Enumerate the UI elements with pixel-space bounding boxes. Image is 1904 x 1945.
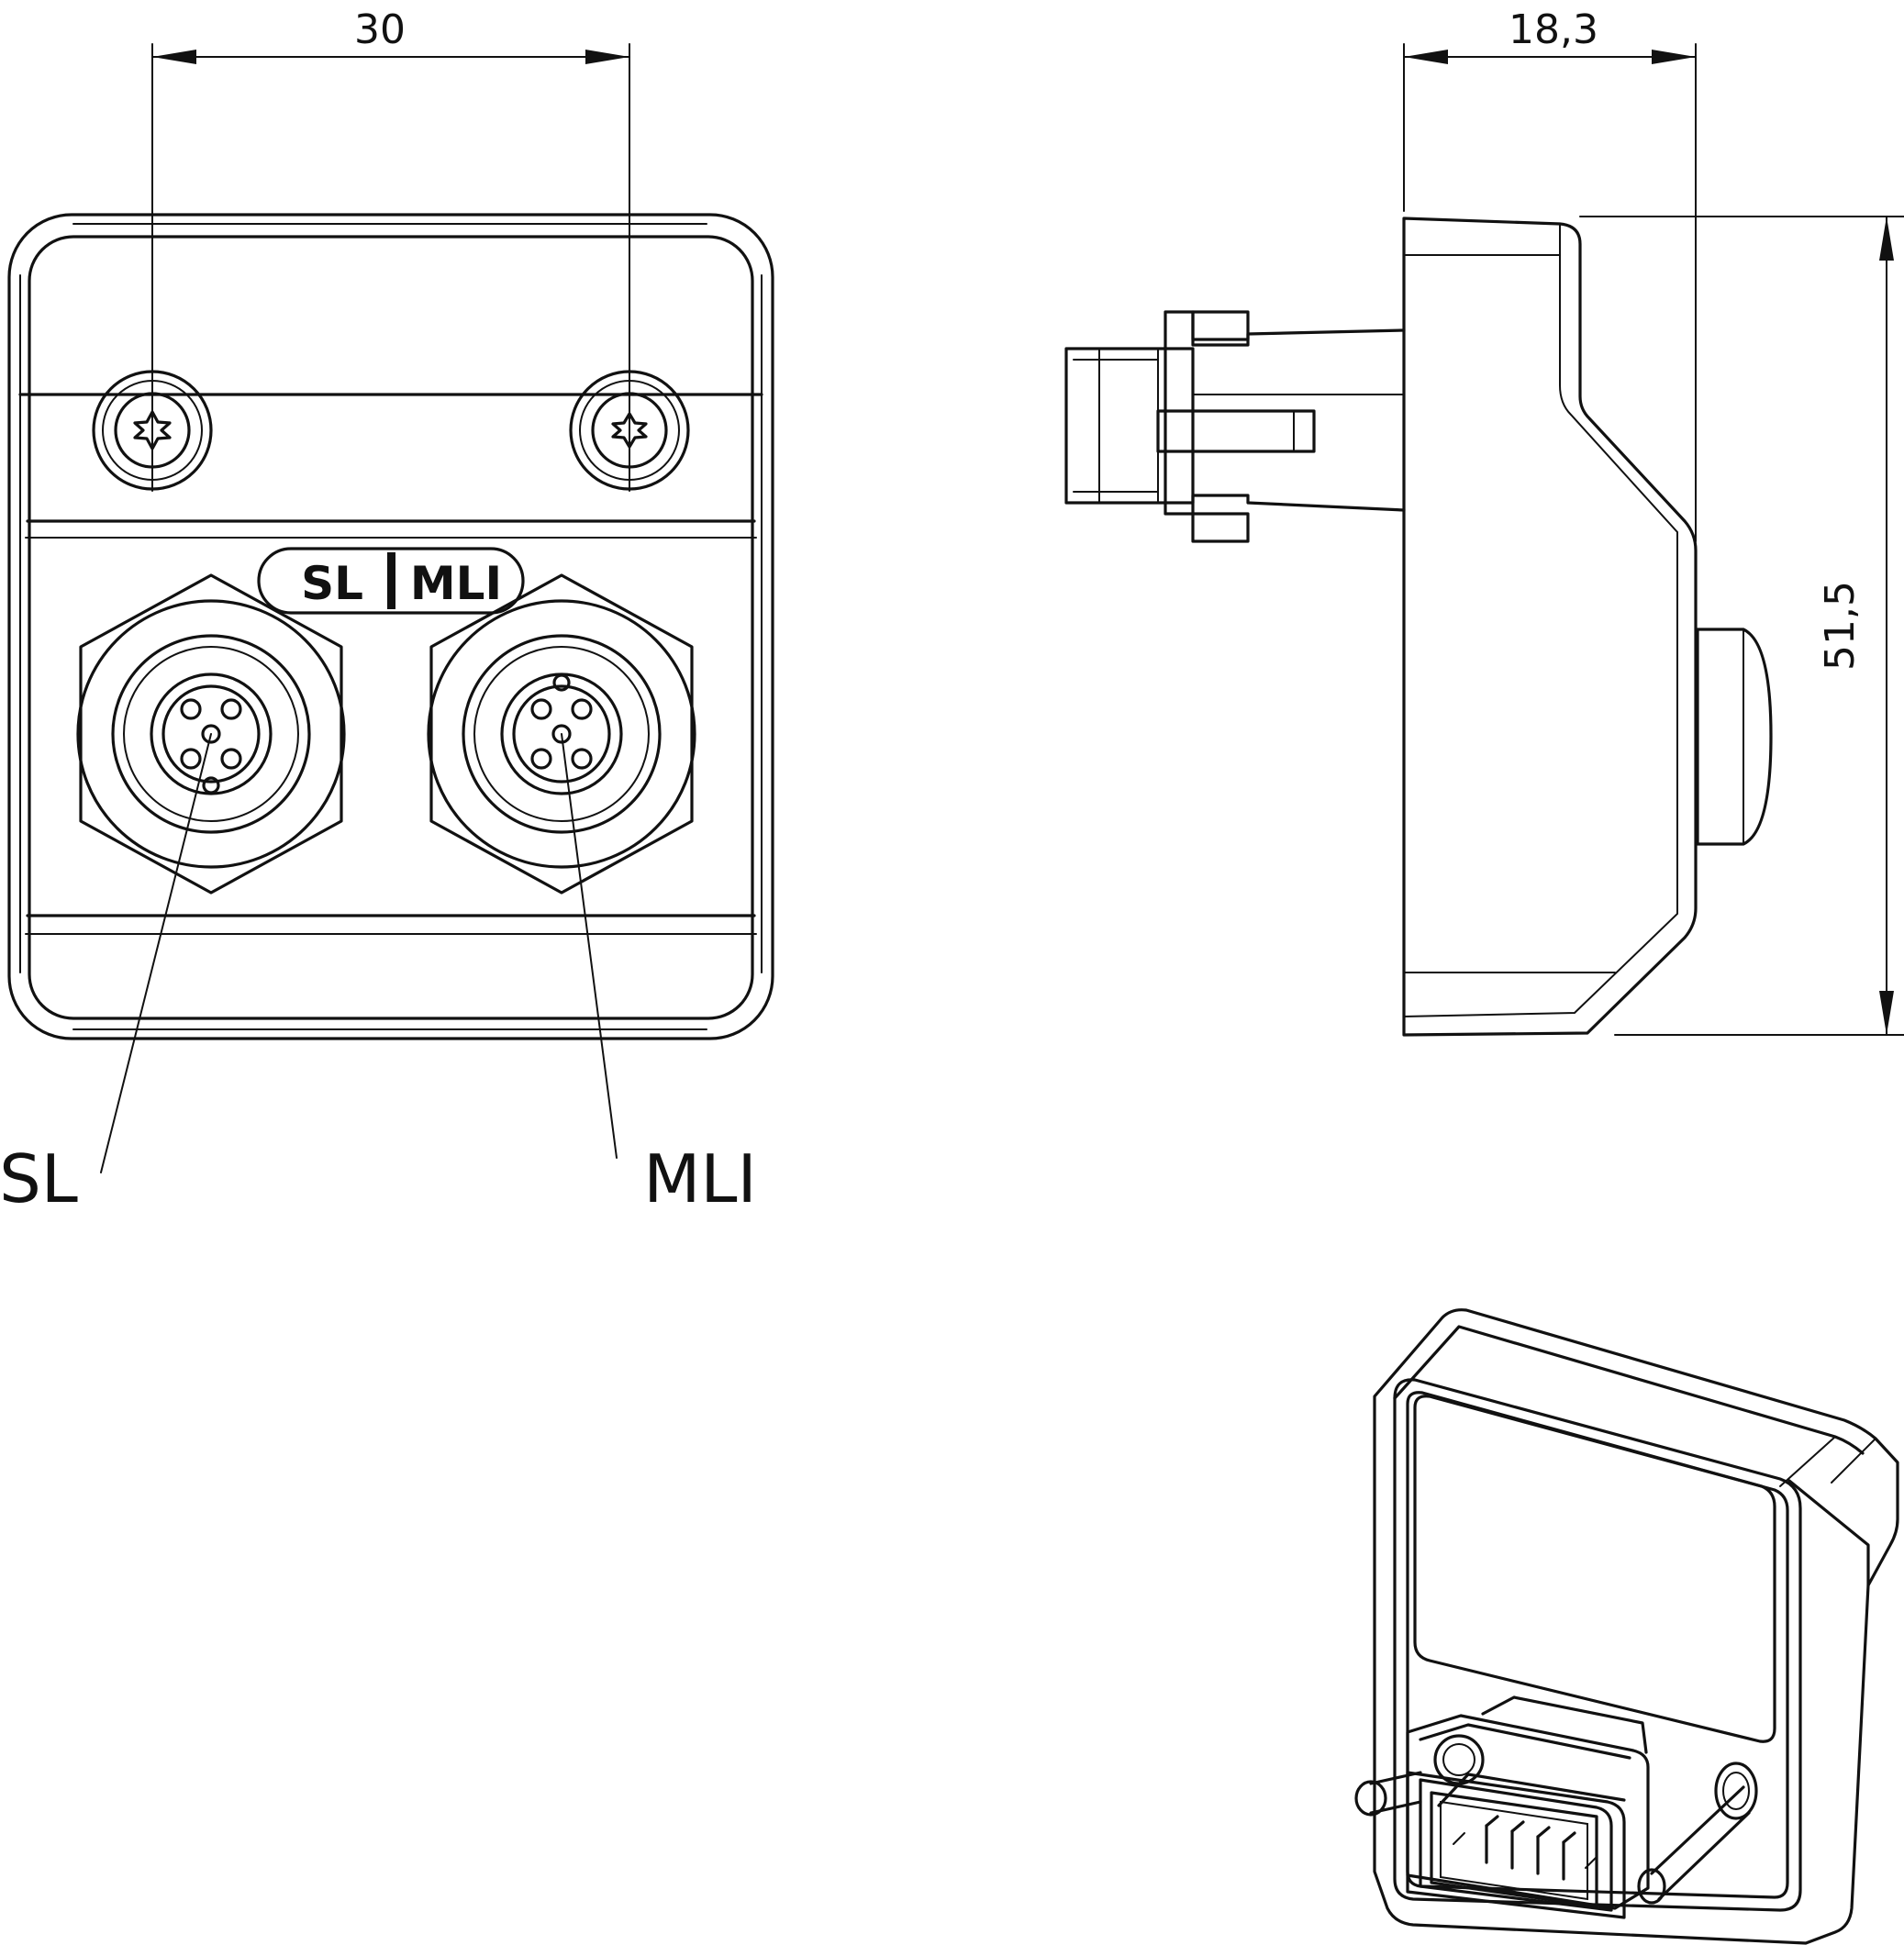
side-housing-outline (1402, 217, 1698, 1037)
front-view: SL MLI (0, 6, 774, 1217)
side-view: 18,3 51,5 (1064, 6, 1904, 1037)
iso-front-face (1393, 1378, 1802, 1912)
port-mli (427, 573, 696, 895)
dimension-height: 51,5 (1579, 216, 1904, 1036)
side-rear-connector (1064, 310, 1406, 543)
isometric-view (1354, 1308, 1899, 1945)
badge-left-label: SL (301, 557, 363, 610)
iso-mount-hole-right (1714, 1762, 1758, 1820)
leader-sl (100, 733, 212, 1173)
iso-lock-pin-right (1650, 1785, 1751, 1901)
callout-mli: MLI (643, 1140, 756, 1217)
front-housing-outer (7, 213, 774, 1040)
callout-sl: SL (0, 1140, 78, 1217)
front-housing-inner (28, 235, 754, 1020)
port-sl (76, 573, 346, 895)
iso-dsub-shell (1430, 1791, 1598, 1908)
side-dome (1696, 628, 1773, 846)
dim-depth-value: 18,3 (1509, 6, 1598, 53)
iso-housing-outline (1373, 1308, 1899, 1945)
iso-dsub-connector (1406, 1695, 1650, 1919)
dimension-depth: 18,3 (1403, 6, 1697, 542)
iso-label-window (1413, 1395, 1776, 1743)
dimension-screw-spacing: 30 (151, 6, 630, 492)
dim-screw-spacing-value: 30 (354, 6, 406, 53)
badge-right-label: MLI (410, 557, 502, 610)
dim-height-value: 51,5 (1817, 581, 1864, 671)
leader-mli (561, 733, 618, 1159)
port-label-badge: SL MLI (257, 547, 525, 615)
